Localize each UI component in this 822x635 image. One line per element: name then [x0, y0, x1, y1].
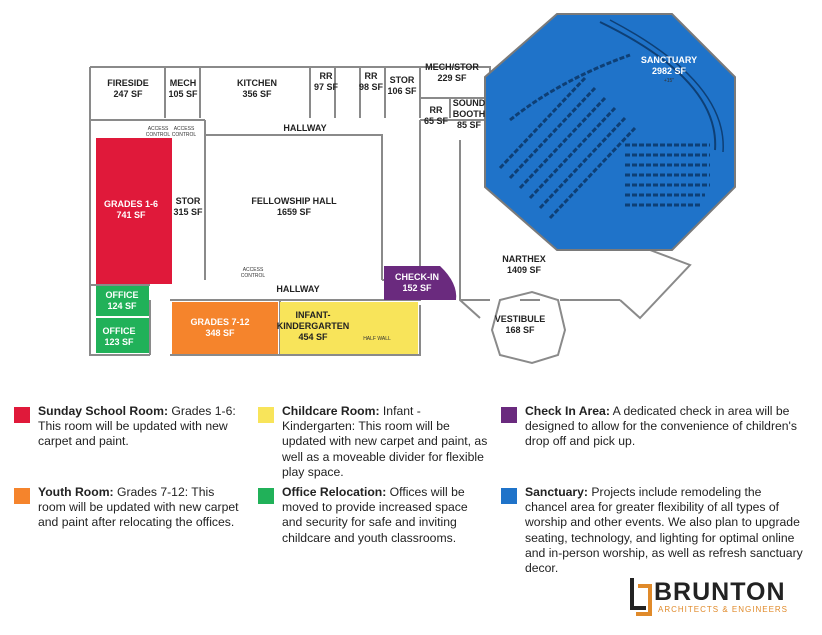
check-in-label: CHECK-IN	[395, 272, 439, 282]
mech-label: MECH	[170, 78, 197, 88]
chancel-platform	[599, 21, 717, 151]
rr3-area: 65 SF	[424, 116, 449, 126]
sanctuary-text: Projects include remodeling the chancel …	[525, 485, 803, 576]
office-2-label: OFFICE	[103, 326, 136, 336]
infant-kindergarten-room	[280, 302, 418, 354]
hallway-bottom-label: HALLWAY	[276, 284, 319, 294]
access-control-note-1b: CONTROL	[146, 132, 171, 138]
access-control-note-2b: CONTROL	[172, 132, 197, 138]
vestibule-label: VESTIBULE	[495, 314, 546, 324]
building-walls	[89, 66, 692, 365]
sound-booth-label-2: BOOTH	[453, 109, 486, 119]
sunday-school-title: Sunday School Room:	[38, 404, 169, 418]
infant-k-area: 454 SF	[298, 332, 328, 342]
sanctuary-area: 2982 SF	[652, 66, 687, 76]
check-in-area: 152 SF	[402, 283, 432, 293]
access-control-note-3a: ACCESS	[243, 267, 264, 273]
sanctuary-room	[484, 13, 736, 251]
rr2-label: RR	[365, 71, 378, 81]
infant-k-label-2: KINDERGARTEN	[277, 321, 350, 331]
sanctuary-label: SANCTUARY	[641, 55, 697, 65]
floor-plan: FIRESIDE 247 SF MECH 105 SF KITCHEN 356 …	[89, 13, 736, 365]
sunday-school-swatch	[14, 407, 30, 423]
fireside-area: 247 SF	[113, 89, 143, 99]
office-text: Offices will be moved to provide increas…	[282, 485, 468, 545]
legend-childcare: Childcare Room: Infant - Kindergarten: T…	[258, 404, 496, 480]
stor2-label: STOR	[176, 196, 201, 206]
grades-7-12-room	[172, 302, 278, 354]
access-control-note-2a: ACCESS	[174, 126, 195, 132]
check-in-title: Check In Area:	[525, 404, 610, 418]
stor1-label: STOR	[390, 75, 415, 85]
access-control-note-1a: ACCESS	[148, 126, 169, 132]
childcare-title: Childcare Room:	[282, 404, 380, 418]
office-1-area: 124 SF	[107, 301, 137, 311]
logo-tagline: ARCHITECTS & ENGINEERS	[658, 605, 789, 614]
check-in-room	[384, 266, 457, 300]
childcare-text: Infant - Kindergarten: This room will be…	[282, 404, 488, 479]
kitchen-area: 356 SF	[242, 89, 272, 99]
chancel-edge	[609, 19, 724, 153]
sanctuary-seating	[498, 53, 710, 220]
office-2-area: 123 SF	[104, 337, 134, 347]
half-wall-label: HALF WALL	[363, 336, 391, 342]
office-2-room	[96, 318, 149, 353]
access-control-note-3b: CONTROL	[241, 273, 266, 279]
rr2-area: 98 SF	[359, 82, 384, 92]
fireside-label: FIRESIDE	[107, 78, 149, 88]
mech-area: 105 SF	[168, 89, 198, 99]
rr1-label: RR	[320, 71, 333, 81]
sanctuary-swatch	[501, 488, 517, 504]
grades-7-12-label: GRADES 7-12	[190, 317, 249, 327]
check-in-text: A dedicated check in area will be design…	[525, 404, 797, 449]
narthex-label: NARTHEX	[502, 254, 546, 264]
logo-wordmark: BRUNTON	[654, 578, 786, 606]
fellowship-hall-area: 1659 SF	[277, 207, 312, 217]
sanctuary-elevation-note: +15"	[664, 78, 674, 84]
office-title: Office Relocation:	[282, 485, 387, 499]
stor2-area: 315 SF	[173, 207, 203, 217]
brunton-logo-mark	[630, 578, 652, 616]
legend-sunday-school: Sunday School Room: Grades 1-6: This roo…	[14, 404, 242, 450]
rr1-area: 97 SF	[314, 82, 339, 92]
grades-1-6-label: GRADES 1-6	[104, 199, 158, 209]
youth-title: Youth Room:	[38, 485, 114, 499]
youth-text: Grades 7-12: This room will be updated w…	[38, 485, 239, 530]
narthex-area: 1409 SF	[507, 265, 542, 275]
legend-office: Office Relocation: Offices will be moved…	[258, 485, 486, 546]
stor1-area: 106 SF	[387, 86, 417, 96]
infant-k-label-1: INFANT-	[296, 310, 331, 320]
office-1-room	[96, 286, 149, 316]
vestibule-area: 168 SF	[505, 325, 535, 335]
sanctuary-title: Sanctuary:	[525, 485, 588, 499]
legend-youth: Youth Room: Grades 7-12: This room will …	[14, 485, 242, 531]
check-in-swatch	[501, 407, 517, 423]
rr3-label: RR	[430, 105, 443, 115]
legend-sanctuary: Sanctuary: Projects include remodeling t…	[501, 485, 803, 576]
office-swatch	[258, 488, 274, 504]
youth-swatch	[14, 488, 30, 504]
hallway-top-label: HALLWAY	[283, 123, 326, 133]
fellowship-hall-label: FELLOWSHIP HALL	[251, 196, 337, 206]
kitchen-label: KITCHEN	[237, 78, 277, 88]
legend-check-in: Check In Area: A dedicated check in area…	[501, 404, 803, 450]
grades-7-12-area: 348 SF	[205, 328, 235, 338]
mech-stor-area: 229 SF	[437, 73, 467, 83]
sound-booth-label-1: SOUND	[453, 98, 486, 108]
office-1-label: OFFICE	[106, 290, 139, 300]
childcare-swatch	[258, 407, 274, 423]
sunday-school-text: Grades 1-6: This room will be updated wi…	[38, 404, 236, 449]
grades-1-6-room	[96, 138, 172, 284]
brunton-logo: BRUNTON ARCHITECTS & ENGINEERS	[628, 576, 814, 616]
sound-booth-area: 85 SF	[457, 120, 482, 130]
grades-1-6-area: 741 SF	[116, 210, 146, 220]
mech-stor-label: MECH/STOR	[425, 62, 479, 72]
